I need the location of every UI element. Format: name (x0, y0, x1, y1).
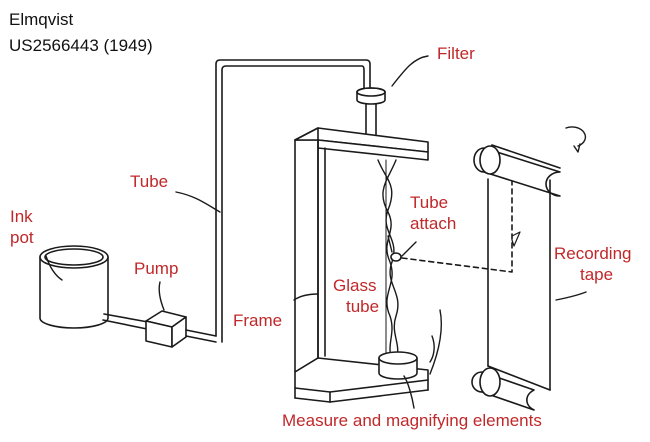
patent-number: US2566443 (1949) (9, 36, 153, 55)
filter (356, 87, 386, 139)
tube-attach-label-line2: attach (410, 214, 457, 233)
trace-path (401, 177, 521, 273)
ink-pot-label-line1: Ink (10, 207, 33, 226)
glass-tube-label-line1: Glass (333, 276, 377, 295)
ink-pot (39, 245, 109, 329)
main-tube (215, 59, 371, 343)
pump-inlet-tube (102, 313, 149, 330)
tube-label: Tube (130, 172, 169, 191)
recording-tape (471, 126, 587, 411)
pump (145, 310, 217, 348)
recording-tape-label-line1: Recording (554, 244, 632, 263)
frame-label: Frame (233, 311, 283, 330)
filter-label: Filter (437, 44, 475, 63)
leader-lines (45, 55, 587, 409)
glass-tube (377, 159, 402, 361)
pump-label: Pump (134, 259, 179, 278)
ink-pot-label-line2: pot (10, 228, 34, 247)
glass-tube-label-line2: tube (346, 297, 380, 316)
measuring-element (378, 351, 418, 380)
measure-label: Measure and magnifying elements (282, 411, 542, 430)
inventor-name: Elmqvist (9, 10, 74, 29)
tube-attach-label-line1: Tube (410, 193, 449, 212)
recording-tape-label-line2: tape (580, 265, 614, 284)
